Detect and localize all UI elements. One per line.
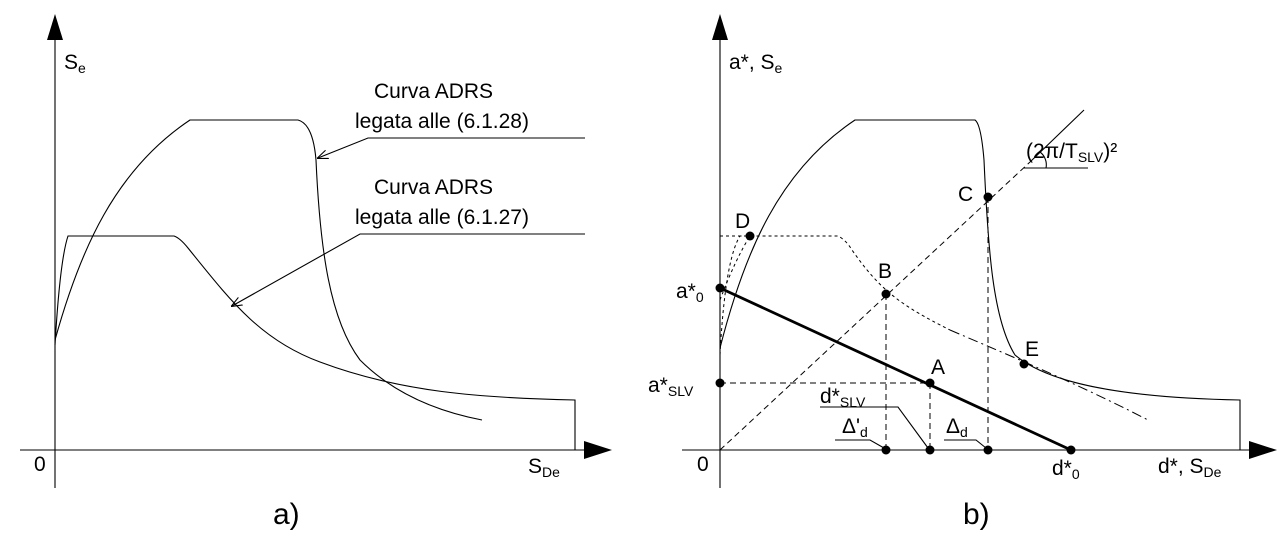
panel-b-period-line-dashed [719,161,1031,451]
panel-b-dslv-leader [820,406,929,449]
panel-b-label-b: B [878,260,892,283]
panel-b-x-label: d*, SDe [1158,455,1222,480]
panel-b-point-aslv [715,378,725,388]
panel-b-point-x-a [925,445,935,455]
panel-b-x-arrow [1249,441,1277,459]
panel-b-elastic-spectrum [719,119,1241,450]
panel-b-label-e: E [1025,338,1039,361]
panel-b-point-a [925,378,935,388]
panel-b-period-line-solid [1029,109,1085,163]
panel-a-leader-lower [232,233,585,306]
panel-a-y-label: Se [64,51,86,76]
panel-b-label-delta-prime: Δ'd [842,415,868,440]
panel-a-origin: 0 [34,453,46,476]
panel-b-label-dslv: d*SLV [820,385,866,410]
panel-b-origin: 0 [697,453,709,476]
panel-b-caption: b) [963,498,990,531]
panel-b-point-c [983,192,993,202]
panel-a-curve-6-1-27 [54,235,576,450]
panel-a-annotation-lower-line2: legata alle (6.1.27) [355,206,529,229]
panel-b-point-x-b [881,445,891,455]
panel-a-annotation-upper-line1: Curva ADRS [374,80,493,103]
panel-b-delta-prime-leader [835,439,885,449]
panel-b-point-d [745,231,755,241]
panel-b-ramp-to-d [719,235,751,301]
panel-a-x-label: SDe [528,455,560,480]
panel-b-label-a0: a*0 [676,280,704,305]
panel-b-y-label: a*, Se [729,51,783,76]
panel-b-capacity-line [719,286,1072,452]
panel-a-curve-6-1-28 [54,119,483,421]
panel-b-point-x-c [983,445,993,455]
panel-b-slope-label: (2π/TSLV)² [1026,140,1117,165]
panel-a-annotation-upper-line2: legata alle (6.1.28) [355,110,529,133]
panel-b-reduced-spectrum-dashdot [949,329,1149,421]
panel-b-label-c: C [958,183,973,206]
panel-b-y-arrow [712,14,728,40]
panel-a-x-arrow [584,441,612,459]
panel-a-annotation-lower-line1: Curva ADRS [374,176,493,199]
panel-a-caption: a) [273,498,300,531]
panel-b-point-b [881,289,891,299]
panel-b-point-d0 [1066,445,1076,455]
panel-b-label-d: D [735,210,750,233]
panel-b-reduced-spectrum-dotted [719,235,951,356]
panel-a: Se SDe 0 Curva ADRS legata alle (6.1.28)… [20,14,612,531]
panel-b-slope-arc [1039,151,1047,169]
panel-b-label-delta: Δd [946,415,968,440]
panel-b: a*, Se d*, SDe 0 (2π/TSLV)² A B C D E a*… [648,14,1277,531]
panel-b-point-e [1019,359,1029,369]
panel-b-delta-leader [944,439,987,449]
panel-b-point-a0 [715,283,725,293]
panel-b-label-aslv: a*SLV [648,374,694,399]
panel-b-label-d0: d*0 [1052,457,1080,482]
panel-a-leader-upper [318,137,585,158]
panel-a-y-arrow [47,14,63,40]
panel-b-label-a: A [931,356,945,379]
